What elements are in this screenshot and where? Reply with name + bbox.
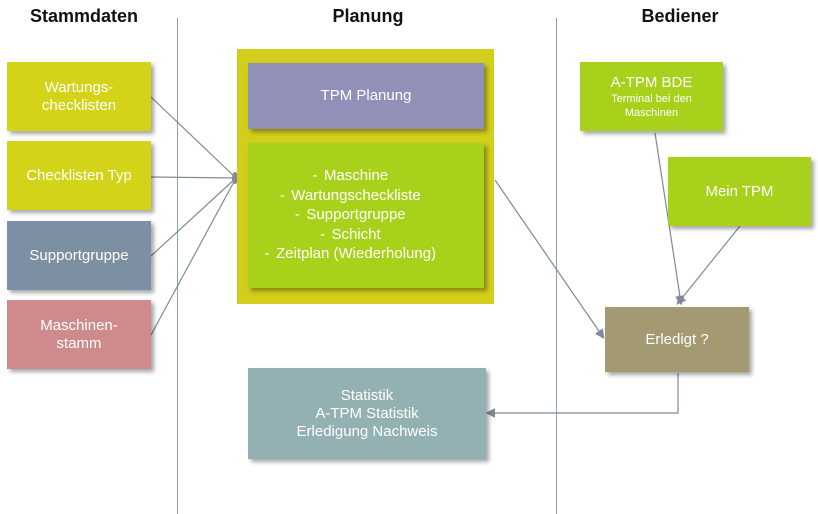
planung-item: -Maschine [258, 166, 436, 186]
list-dash: - [319, 225, 325, 243]
box-statistik-line1: Statistik [340, 386, 394, 404]
box-maschinenstamm-line1: Maschinen- [40, 316, 118, 334]
list-dash: - [279, 186, 285, 204]
box-statistik: Statistik A-TPM Statistik Erledigung Nac… [248, 368, 486, 459]
list-dash: - [294, 206, 300, 223]
connector-wartungschecklisten [150, 96, 237, 179]
lane-divider-right [556, 18, 557, 514]
box-wartungschecklisten: Wartungs- checklisten [7, 62, 151, 131]
planung-item: -Zeitplan (Wiederholung) [258, 244, 437, 264]
box-atpm-bde-sub2: Maschinen [624, 106, 679, 119]
box-supportgruppe: Supportgruppe [7, 221, 151, 290]
box-mein-tpm: Mein TPM [668, 157, 811, 226]
column-header-stammdaten: Stammdaten [29, 6, 139, 26]
box-atpm-bde-sub1: Terminal bei den [611, 92, 692, 105]
connector-maschinenstamm [150, 177, 237, 336]
planung-item-label: Zeitplan (Wiederholung) [276, 245, 437, 262]
box-checklisten-typ: Checklisten Typ [7, 141, 151, 210]
box-atpm-bde: A-TPM BDE Terminal bei den Maschinen [580, 62, 723, 131]
column-header-bediener: Bediener [641, 6, 719, 26]
planung-item-label: Wartungscheckliste [291, 186, 421, 204]
box-planung-details: -Maschine -Wartungscheckliste -Supportgr… [248, 143, 484, 288]
lane-divider-left [177, 18, 178, 514]
planung-item: -Wartungscheckliste [258, 186, 436, 206]
planung-item-label: Maschine [323, 167, 389, 184]
list-dash: - [264, 245, 270, 262]
planung-item-label: Supportgruppe [306, 206, 406, 223]
planung-item-label: Schicht [331, 225, 381, 243]
planung-item-list: -Maschine -Wartungscheckliste -Supportgr… [258, 166, 437, 264]
box-maschinenstamm-line2: stamm [56, 334, 102, 352]
box-wartungschecklisten-line1: Wartungs- [44, 78, 114, 96]
column-header-planung: Planung [332, 6, 404, 26]
box-maschinenstamm: Maschinen- stamm [7, 300, 151, 369]
planung-item: -Schicht [258, 225, 436, 245]
connector-erledigt-to-statistik [485, 373, 679, 418]
connector-checklisten-typ [150, 176, 237, 179]
connector-planung-to-erledigt [494, 179, 605, 339]
box-erledigt: Erledigt ? [605, 307, 749, 372]
connector-supportgruppe [150, 177, 237, 257]
connector-junction-dot [232, 172, 238, 184]
box-tpm-planung: TPM Planung [248, 63, 484, 129]
list-dash: - [312, 167, 318, 184]
box-statistik-line2: A-TPM Statistik [315, 404, 419, 422]
planung-item: -Supportgruppe [258, 205, 436, 225]
connector-meintpm-to-erledigt [676, 225, 741, 305]
box-wartungschecklisten-line2: checklisten [41, 96, 117, 114]
box-atpm-bde-title: A-TPM BDE [610, 73, 693, 91]
box-statistik-line3: Erledigung Nachweis [296, 422, 438, 440]
